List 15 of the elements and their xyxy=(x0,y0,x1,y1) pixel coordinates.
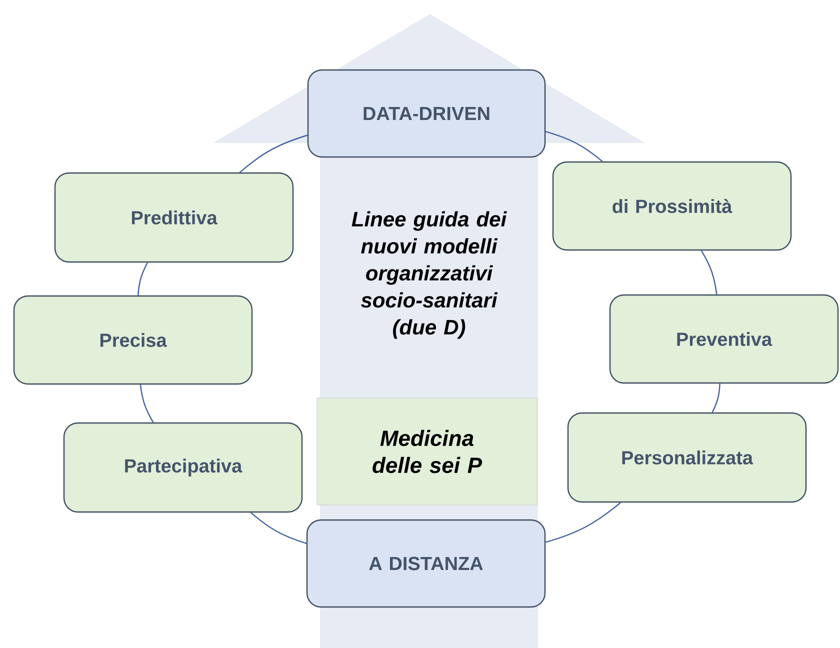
category-box: di Prossimità xyxy=(552,161,792,251)
connector-line xyxy=(137,262,148,296)
connector-line xyxy=(700,250,718,294)
connector-line xyxy=(250,512,307,544)
connector-line xyxy=(545,130,603,162)
connector-line xyxy=(239,134,308,173)
title-box: Medicina delle sei P xyxy=(316,398,538,506)
category-box: Partecipativa xyxy=(63,422,303,513)
connector-line xyxy=(545,502,621,543)
connector-line xyxy=(140,384,154,423)
category-box: Precisa xyxy=(13,295,253,385)
connector-line xyxy=(712,384,720,413)
category-box: Personalizzata xyxy=(567,412,807,503)
category-box: Predittiva xyxy=(54,172,294,263)
category-box: Preventiva xyxy=(609,294,839,384)
